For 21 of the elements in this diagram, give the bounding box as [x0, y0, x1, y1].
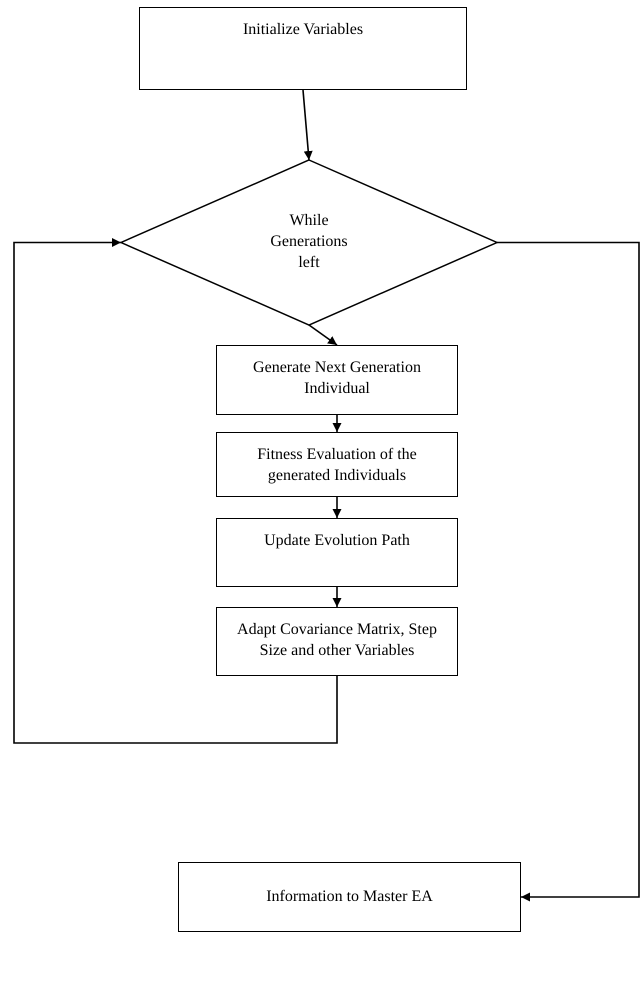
arrow: [497, 242, 640, 902]
process-box: [216, 345, 458, 415]
process-box: [216, 518, 458, 587]
node-label: While Generations left: [269, 211, 349, 273]
arrow: [308, 324, 338, 346]
decision-diamond: [121, 160, 497, 325]
node-label: Fitness Evaluation of the generated Individuals: [256, 445, 418, 486]
node-label: Adapt Covariance Matrix, Step Size and other Variables: [236, 620, 438, 661]
process-box: [216, 432, 458, 497]
process-box: [139, 7, 467, 90]
node-label: Generate Next Generation Individual: [252, 358, 422, 399]
process-box: [216, 607, 458, 676]
node-label: Initialize Variables: [242, 20, 364, 40]
node-label: Information to Master EA: [266, 886, 433, 907]
arrow: [13, 238, 338, 744]
arrow: [332, 497, 342, 518]
arrow: [302, 90, 313, 160]
arrow: [332, 415, 342, 432]
process-box: [178, 862, 521, 932]
arrow: [332, 587, 342, 607]
node-label: Update Evolution Path: [264, 531, 410, 551]
